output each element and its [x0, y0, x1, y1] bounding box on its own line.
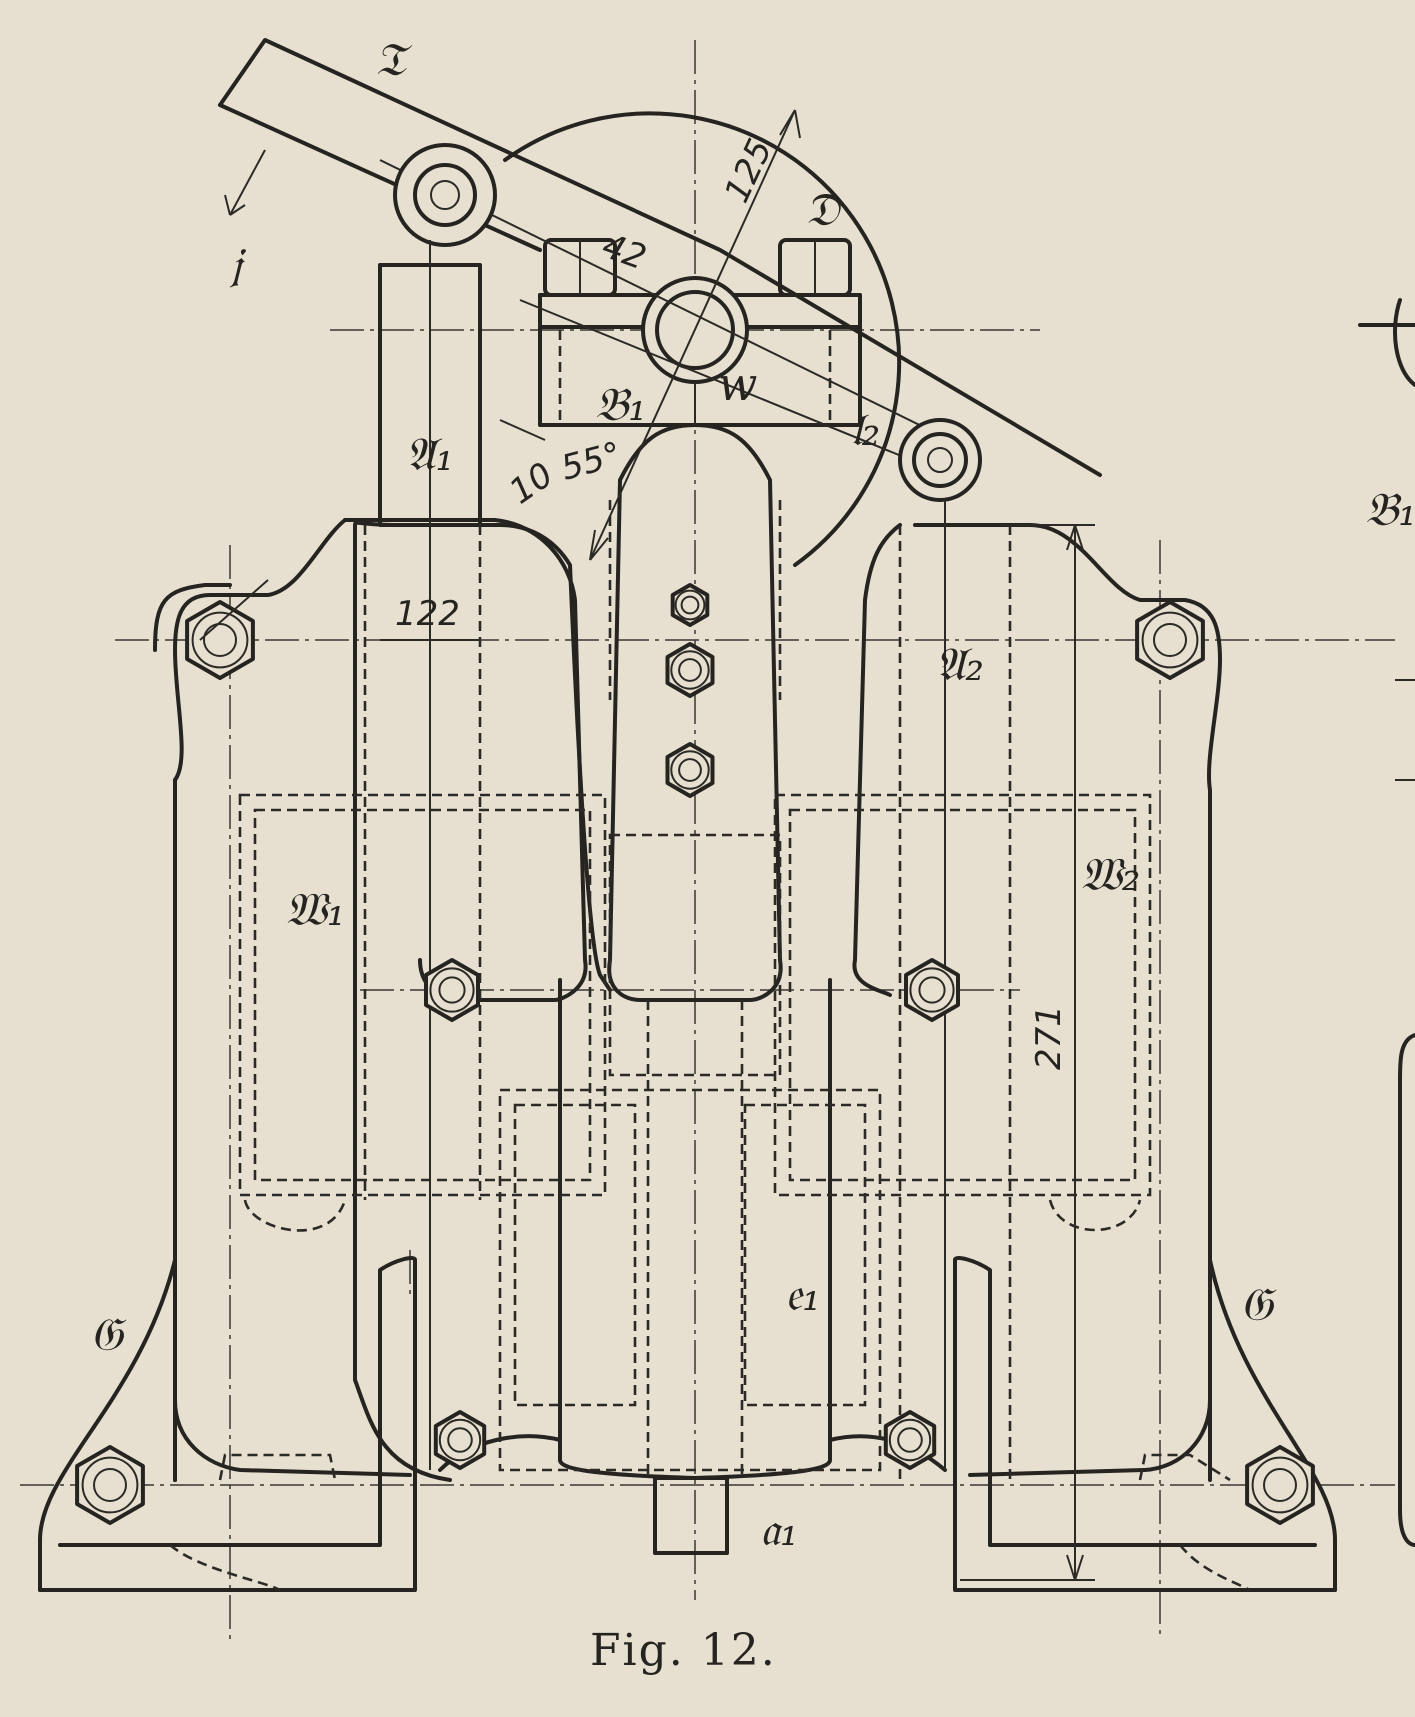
- adjacent-figure-fragment: [1358, 298, 1415, 1547]
- label-bracket: 𝔅₁: [595, 377, 647, 431]
- nuts: [75, 583, 1315, 1525]
- label-core: 𝔢₁: [785, 1267, 821, 1321]
- nut: [75, 1445, 145, 1525]
- nut: [904, 958, 960, 1022]
- nut: [665, 642, 715, 698]
- bottom-rod: [653, 1476, 729, 1555]
- dimension-texts: 122 125 42 55° 271 10: [395, 133, 1069, 1070]
- foot-right: [953, 1256, 1337, 1592]
- disc: [503, 111, 902, 567]
- core: [498, 500, 882, 1480]
- label-rod-left: 𝔄₁: [405, 427, 454, 481]
- dim-angle: 55°: [557, 434, 626, 488]
- label-lever: 𝔗: [375, 32, 413, 86]
- dim-height: 271: [1029, 1005, 1069, 1070]
- label-disc: 𝔇: [805, 182, 842, 236]
- nut: [433, 1410, 487, 1470]
- label-coil-right: 𝔚₂: [1080, 847, 1140, 901]
- label-shaft: w: [718, 357, 757, 411]
- nut: [670, 583, 710, 627]
- coil-left: [238, 793, 607, 1232]
- label-coil-left: 𝔚₁: [285, 882, 345, 936]
- nut: [185, 600, 255, 680]
- label-link-right: 𝔩₂: [850, 402, 880, 456]
- bracket: [538, 238, 862, 427]
- label-foot-left: 𝔊: [90, 1307, 127, 1361]
- nut: [665, 742, 715, 798]
- nut: [883, 1410, 937, 1470]
- nut: [424, 958, 480, 1022]
- rod-left: [363, 240, 482, 1470]
- foot-left: [38, 1256, 417, 1592]
- dim-top-width: 122: [395, 594, 460, 634]
- figure-caption: Fig. 12.: [590, 1625, 777, 1676]
- coil-right: [773, 793, 1152, 1232]
- lever: [218, 38, 1102, 502]
- label-direction: 𝔧: [229, 237, 247, 291]
- magnet-frame: [153, 423, 1222, 1482]
- nut: [1135, 600, 1205, 680]
- label-rod-right: 𝔄₂: [935, 637, 984, 691]
- label-bottom-rod: 𝔞₁: [760, 1502, 798, 1556]
- label-edge: 𝔅₁: [1365, 482, 1415, 536]
- center-lines: [20, 40, 1395, 1640]
- label-foot-right: 𝔊: [1240, 1277, 1277, 1331]
- dim-spring: 10: [502, 455, 560, 513]
- nut: [1245, 1445, 1315, 1525]
- dimension-lines: [199, 109, 1095, 1581]
